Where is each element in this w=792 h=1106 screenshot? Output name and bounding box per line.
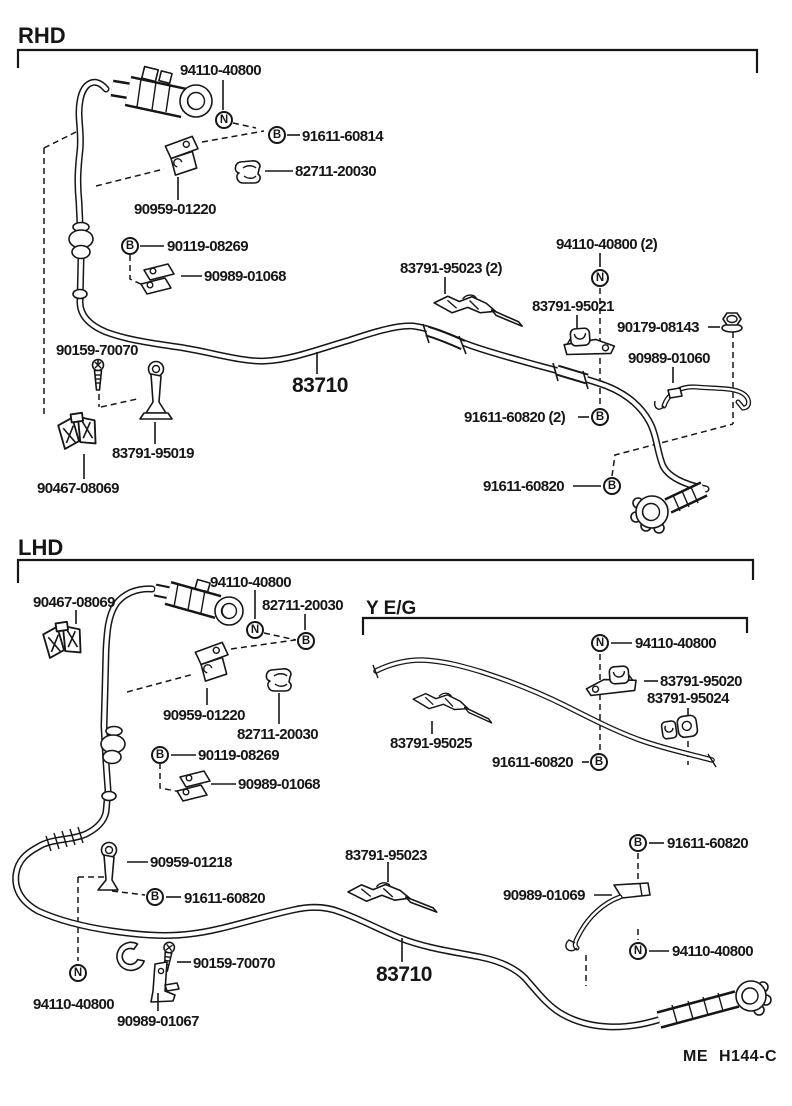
- part-label: 90989-01067: [117, 1013, 199, 1030]
- section-label-rhd: RHD: [18, 23, 66, 48]
- speedometer-cable-lhd: [12, 585, 662, 1031]
- part-bracket-90989-01067-lhd: [150, 961, 180, 1003]
- part-label: 94110-40800: [635, 635, 717, 652]
- part-clip-82711-20030-rhd: [234, 160, 261, 184]
- part-clip-90467-08069-rhd: [55, 410, 99, 451]
- part-bracket-90959-01218-lhd: [97, 841, 119, 891]
- fastener-marker-N: N: [591, 634, 609, 652]
- lhd-frame-bracket: [16, 558, 755, 583]
- part-clip-82711-20030-lhd: [265, 668, 292, 692]
- part-label: 90119-08269: [198, 747, 280, 764]
- page-code: ME H144-C: [683, 1048, 778, 1065]
- cable-end-connector-rhd-bottom: [630, 481, 708, 534]
- part-label: 94110-40800: [180, 62, 262, 79]
- fastener-marker-B: B: [590, 753, 608, 771]
- part-bracket-83791-95019-rhd: [139, 360, 173, 420]
- part-clip-83791-95023-lhd: [346, 879, 440, 913]
- part-clamp-90989-01068-rhd: [140, 263, 175, 295]
- part-clamp-90159-70070-lhd: [116, 941, 145, 972]
- fastener-marker-B: B: [297, 632, 315, 650]
- part-label: 91611-60814: [302, 128, 384, 145]
- fastener-marker-N: N: [69, 964, 87, 982]
- part-label: 94110-40800 (2): [556, 236, 658, 253]
- part-clip-83791-95023-rhd: [431, 290, 526, 327]
- part-label: 90159-70070: [193, 955, 275, 972]
- part-label: 90179-08143: [617, 319, 699, 336]
- part-label: 90959-01218: [150, 854, 232, 871]
- part-label: 91611-60820: [667, 835, 749, 852]
- yeg-hose: [372, 657, 717, 768]
- part-clamp-90989-01068-lhd: [176, 770, 211, 802]
- fastener-marker-B: B: [121, 237, 139, 255]
- cable-end-connector-lhd-top: [153, 578, 244, 626]
- section-label-lhd: LHD: [18, 535, 64, 560]
- part-label: 82711-20030: [295, 163, 377, 180]
- part-label: 94110-40800: [672, 943, 754, 960]
- part-label: 83791-95021: [532, 298, 614, 315]
- part-clamp-90959-01220-lhd: [193, 641, 233, 683]
- part-label: 83791-95024: [647, 690, 729, 707]
- fastener-marker-N: N: [215, 111, 233, 129]
- part-label: 90989-01068: [238, 776, 320, 793]
- part-label: 83791-95025: [390, 735, 472, 752]
- part-label: 82711-20030: [262, 597, 344, 614]
- fastener-marker-B: B: [591, 408, 609, 426]
- fastener-marker-N: N: [591, 269, 609, 287]
- part-nut-90179-08143-rhd: [721, 312, 743, 333]
- part-label: 83791-95019: [112, 445, 194, 462]
- part-label: 90989-01069: [503, 887, 585, 904]
- part-label: 83791-95023 (2): [400, 260, 503, 277]
- part-clip-83791-95025-yeg: [410, 688, 496, 724]
- section-label-yeg: Y E/G: [366, 598, 417, 619]
- part-label: 90989-01060: [628, 350, 710, 367]
- part-label: 83710: [376, 963, 432, 986]
- part-label: 90989-01068: [204, 268, 286, 285]
- part-label: 90467-08069: [37, 480, 119, 497]
- speedometer-cable-rhd: [68, 78, 710, 493]
- part-rod-90989-01060-rhd: [653, 384, 752, 411]
- leader-lines: [75, 80, 720, 1011]
- yeg-frame-bracket: [361, 616, 749, 635]
- part-clip-83791-95024-yeg: [659, 713, 700, 742]
- part-bracket-83791-95021-rhd: [562, 325, 616, 358]
- part-label: 83791-95023: [345, 847, 427, 864]
- fastener-marker-B: B: [268, 126, 286, 144]
- part-label: 83710: [292, 374, 348, 397]
- dashed-reference-lines: [43, 122, 734, 986]
- part-label: 83791-95020: [660, 673, 742, 690]
- cable-end-connector-rhd-top: [110, 65, 213, 119]
- part-screw-90159-70070-rhd: [91, 358, 105, 391]
- part-hook-90989-01069-lhd: [565, 882, 651, 952]
- part-label: 90959-01220: [134, 201, 216, 218]
- part-label: 90119-08269: [167, 238, 249, 255]
- part-label: 94110-40800: [33, 996, 115, 1013]
- part-clamp-90959-01220-rhd: [163, 135, 203, 177]
- cable-end-connector-lhd-bottom: [656, 980, 772, 1029]
- part-bracket-83791-95020-yeg: [584, 664, 638, 697]
- part-label: 91611-60820: [492, 754, 574, 771]
- fastener-marker-N: N: [629, 942, 647, 960]
- fastener-marker-B: B: [629, 834, 647, 852]
- part-label: 94110-40800: [210, 574, 292, 591]
- fastener-marker-B: B: [151, 746, 169, 764]
- part-label: 90159-70070: [56, 342, 138, 359]
- fastener-marker-N: N: [246, 621, 264, 639]
- part-label: 90959-01220: [163, 707, 245, 724]
- part-label: 90467-08069: [33, 594, 115, 611]
- part-label: 82711-20030: [237, 726, 319, 743]
- part-label: 91611-60820: [184, 890, 266, 907]
- part-label: 91611-60820: [483, 478, 565, 495]
- part-label: 91611-60820 (2): [464, 409, 566, 426]
- rhd-frame-bracket: [16, 48, 759, 73]
- fastener-marker-B: B: [146, 888, 164, 906]
- fastener-marker-B: B: [603, 477, 621, 495]
- part-clip-90467-08069-lhd: [40, 619, 84, 660]
